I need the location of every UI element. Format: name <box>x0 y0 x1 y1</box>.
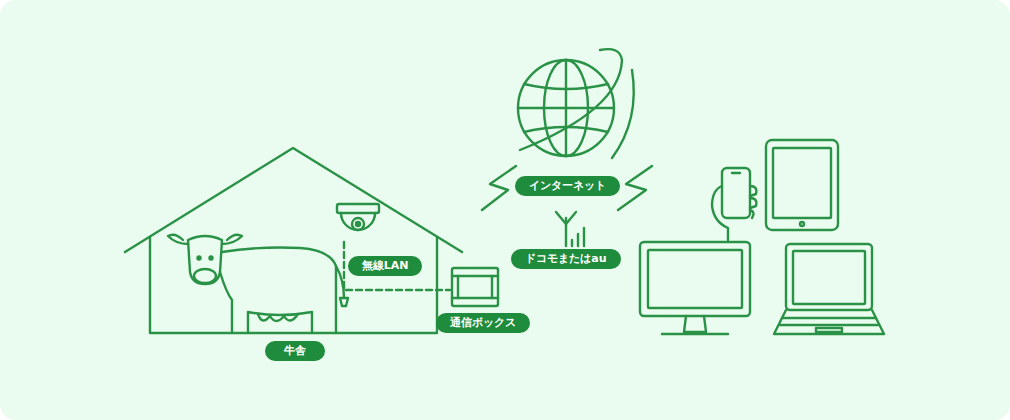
tablet <box>766 140 838 230</box>
label-pill: 通信ボックス <box>436 313 530 333</box>
smartphone <box>712 168 756 240</box>
globe <box>518 49 634 158</box>
laptop <box>774 244 884 334</box>
label-pill: ドコモまたはau <box>511 249 620 269</box>
antenna <box>556 212 584 246</box>
label-pill: インターネット <box>515 176 620 196</box>
lightning-left <box>482 166 516 210</box>
wireless-line <box>344 242 450 290</box>
label-pill: 無線LAN <box>348 256 423 276</box>
pill-text: 無線LAN <box>362 259 409 273</box>
lightning-right <box>618 166 652 210</box>
pill-text: 通信ボックス <box>450 316 516 330</box>
label-pill: 牛舎 <box>265 341 325 361</box>
monitor <box>640 242 750 334</box>
camera <box>337 204 379 230</box>
pill-text: インターネット <box>529 179 606 193</box>
communication-box <box>452 268 498 306</box>
pill-text: ドコモまたはau <box>525 252 606 266</box>
cow <box>168 235 348 333</box>
pill-text: 牛舎 <box>279 344 311 358</box>
barn <box>125 148 462 333</box>
